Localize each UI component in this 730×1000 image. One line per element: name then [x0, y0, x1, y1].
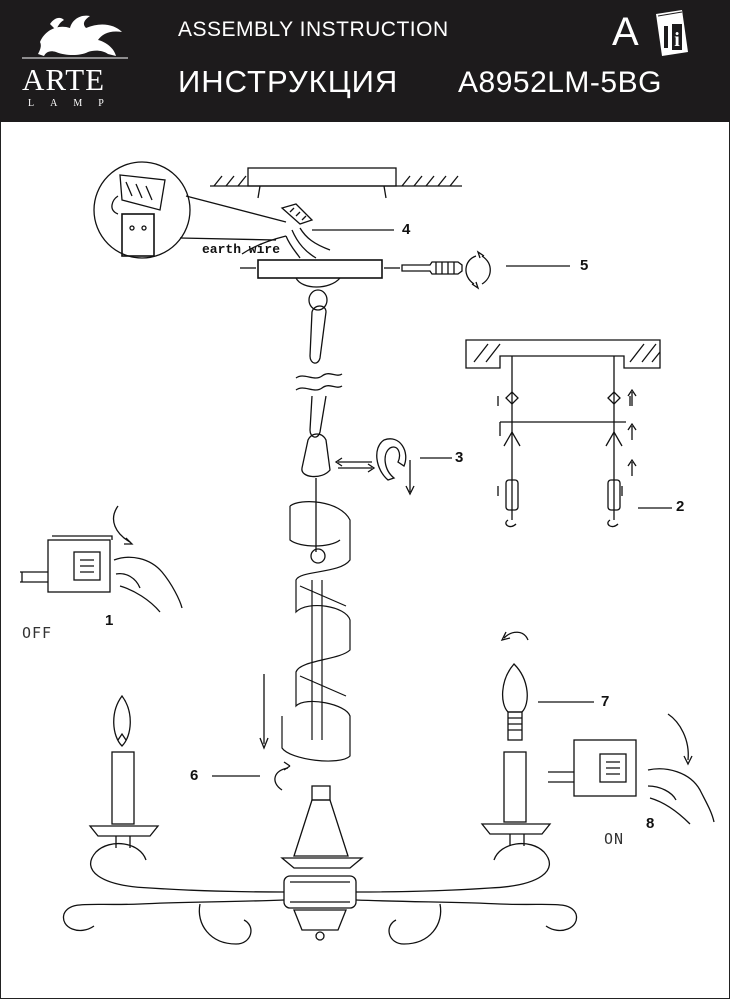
canopy [240, 259, 400, 288]
ceiling-hatch [210, 167, 462, 199]
step-7-label: 7 [601, 693, 610, 710]
step-6-label: 6 [190, 767, 199, 784]
earth-wire-label: earth wire [202, 242, 281, 257]
hook-icon [334, 438, 415, 496]
ceiling-mount-detail [465, 339, 661, 528]
griffin-logo-icon [22, 15, 128, 59]
step-4-label: 4 [402, 221, 411, 238]
model-number: A8952LM-5BG [458, 66, 662, 99]
step-2-label: 2 [676, 498, 685, 515]
step-3-label: 3 [455, 449, 464, 466]
off-label: OFF [22, 624, 53, 642]
switch-on-icon [548, 713, 715, 825]
title-russian: ИНСТРУКЦИЯ [178, 64, 399, 99]
on-label: ON [604, 830, 625, 848]
brand-subtitle: LAMP [28, 98, 120, 109]
wire-connector-detail [93, 161, 287, 259]
down-arrow [259, 674, 291, 791]
info-book-icon: i [656, 10, 688, 56]
header-bar: ARTE LAMP ASSEMBLY INSTRUCTION ИНСТРУКЦИ… [0, 0, 730, 122]
chain [295, 289, 343, 564]
screwdriver-icon [401, 250, 491, 290]
central-body [280, 785, 364, 941]
document-letter: A [612, 10, 639, 54]
title-english: ASSEMBLY INSTRUCTION [178, 18, 449, 41]
spiral-stem [281, 501, 351, 762]
switch-off-icon [20, 505, 183, 613]
terminal-block [241, 203, 331, 259]
brand-name: ARTE [22, 62, 106, 97]
right-candle [480, 631, 552, 846]
left-candle [88, 694, 160, 848]
svg-text:i: i [674, 29, 680, 51]
step-8-label: 8 [646, 815, 655, 832]
step-5-label: 5 [580, 257, 589, 274]
assembly-diagram [20, 161, 715, 945]
step-1-label: 1 [105, 612, 114, 629]
chandelier-arms [62, 842, 578, 945]
